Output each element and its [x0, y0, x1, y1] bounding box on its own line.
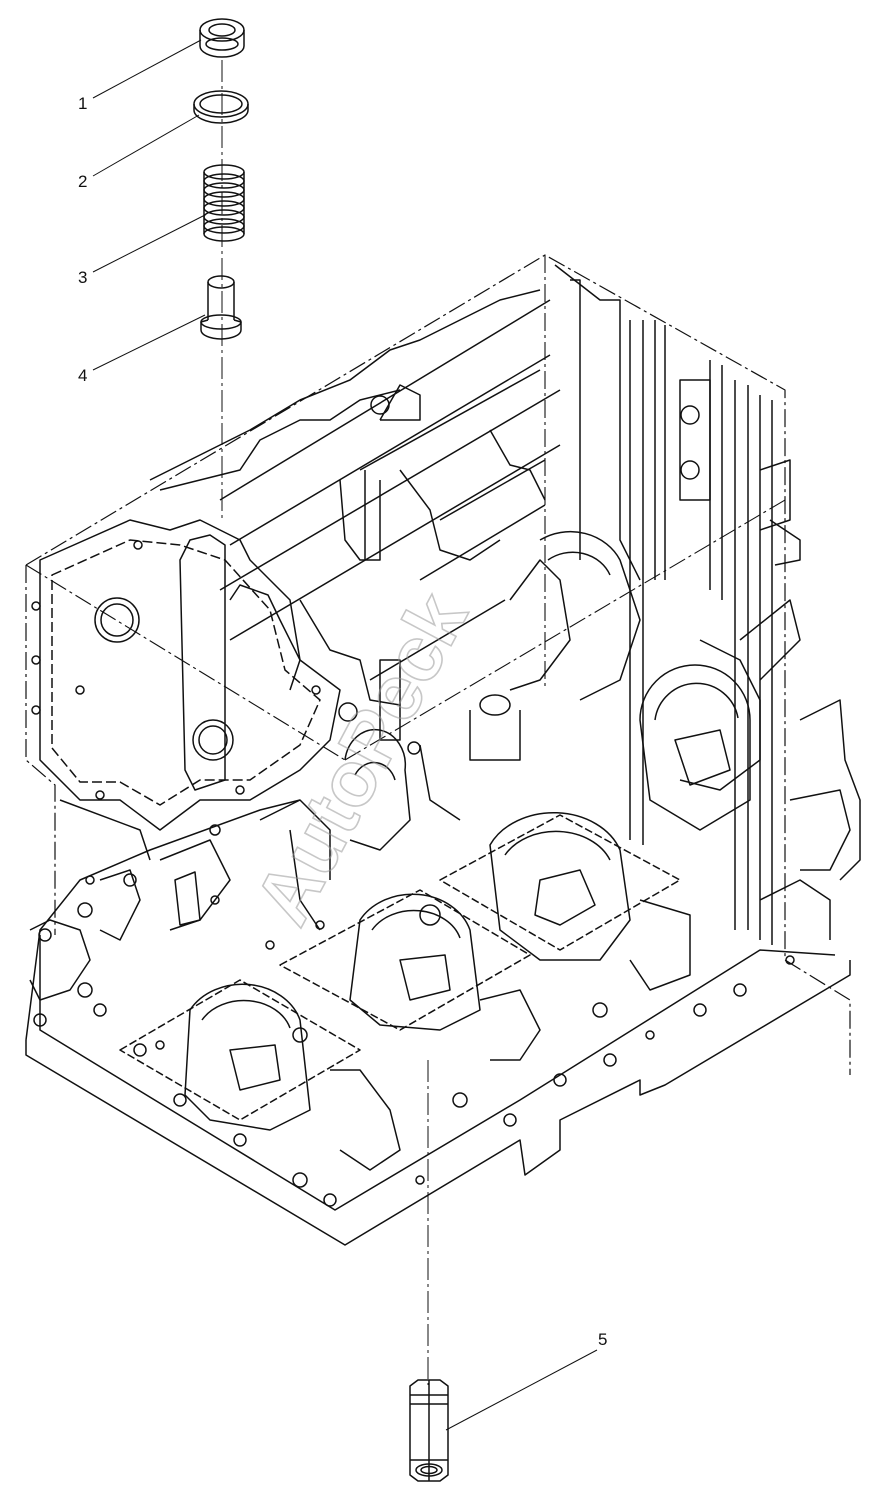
part-3-spring [203, 164, 245, 242]
callout-1: 1 [78, 94, 87, 113]
leader-1 [92, 39, 202, 99]
leader-3 [92, 214, 206, 273]
leader-4 [92, 314, 206, 371]
part-5-valve-body [409, 1379, 449, 1482]
callout-4: 4 [78, 366, 87, 385]
leader-lines [92, 39, 598, 1431]
part-1-plug [199, 18, 245, 58]
part-2-seal-ring [193, 90, 249, 124]
leader-2 [92, 114, 200, 177]
callout-5: 5 [598, 1330, 607, 1349]
callout-3: 3 [78, 268, 87, 287]
callout-2: 2 [78, 172, 87, 191]
leader-5 [445, 1349, 598, 1431]
engine-block [25, 254, 861, 1246]
part-4-sleeve [200, 275, 242, 340]
